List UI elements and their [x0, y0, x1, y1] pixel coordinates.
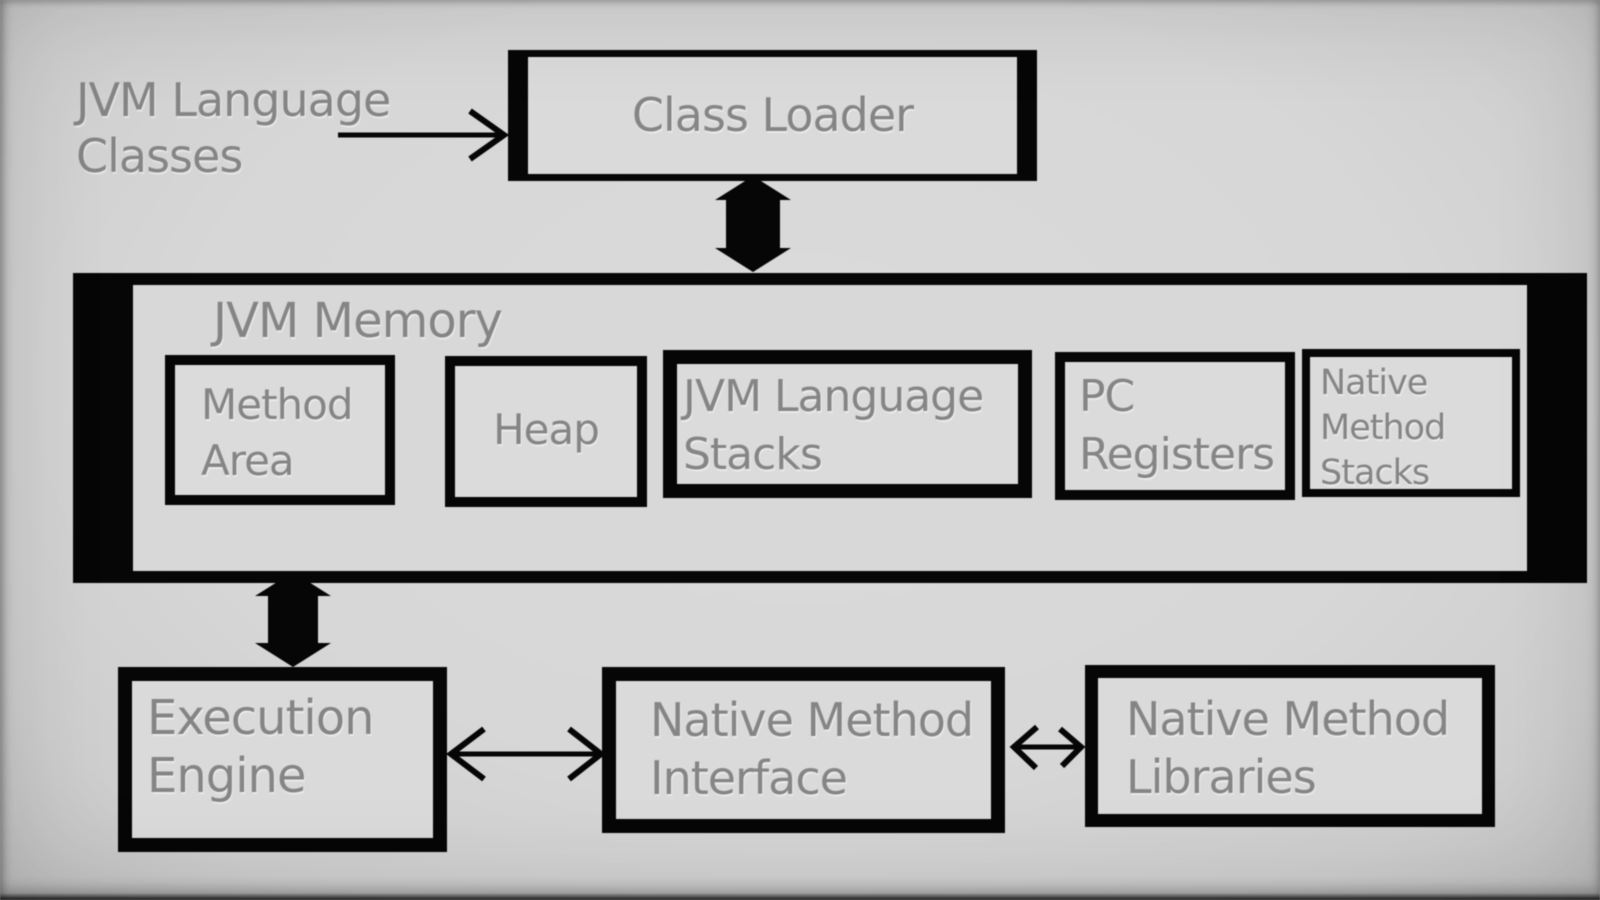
- pc-registers-label: Registers: [1079, 429, 1275, 480]
- jvm-memory-title: JVM Memory: [213, 293, 503, 349]
- label-line: JVM Language: [76, 73, 391, 127]
- nmi-nml-double-arrow: [1009, 724, 1086, 771]
- jvm-memory-container: JVM Memory Method Area Heap JVM Language…: [73, 273, 1587, 583]
- execution-engine-label: Execution: [147, 690, 375, 746]
- native-method-stacks-label: Stacks: [1320, 453, 1430, 493]
- native-method-stacks-label: Native: [1320, 363, 1428, 403]
- native-method-stacks-label: Method: [1320, 408, 1446, 448]
- native-method-libraries-label: Native Method: [1126, 692, 1450, 746]
- pc-registers-box: PC Registers: [1055, 352, 1295, 500]
- execution-engine-label: Engine: [147, 748, 307, 804]
- native-method-stacks-box: Native Method Stacks: [1302, 349, 1520, 497]
- method-area-label: Area: [201, 436, 295, 485]
- bottom-edge-shadow: [0, 893, 1600, 900]
- native-method-libraries-label: Libraries: [1126, 750, 1317, 804]
- native-method-libraries-box: Native Method Libraries: [1085, 665, 1495, 827]
- classloader-memory-double-arrow: [715, 176, 791, 272]
- class-loader-label: Class Loader: [631, 88, 914, 142]
- native-method-interface-label: Interface: [650, 751, 848, 805]
- heap-box: Heap: [445, 356, 647, 507]
- jvm-language-stacks-label: Stacks: [683, 429, 823, 480]
- jvm-language-stacks-box: JVM Language Stacks: [663, 350, 1032, 498]
- method-area-box: Method Area: [165, 355, 395, 505]
- class-loader-box: Class Loader: [508, 50, 1037, 181]
- label-line: Classes: [76, 129, 243, 183]
- memory-executionengine-double-arrow: [255, 572, 331, 667]
- jvm-language-stacks-label: JVM Language: [683, 371, 984, 422]
- execution-engine-box: Execution Engine: [118, 667, 447, 852]
- pc-registers-label: PC: [1079, 371, 1135, 422]
- native-method-interface-label: Native Method: [650, 693, 974, 747]
- heap-label: Heap: [493, 405, 600, 454]
- method-area-label: Method: [201, 380, 354, 429]
- native-method-interface-box: Native Method Interface: [602, 667, 1005, 833]
- jvm-language-classes-label: JVM Language Classes: [76, 72, 391, 184]
- executionengine-nmi-double-arrow: [446, 726, 606, 782]
